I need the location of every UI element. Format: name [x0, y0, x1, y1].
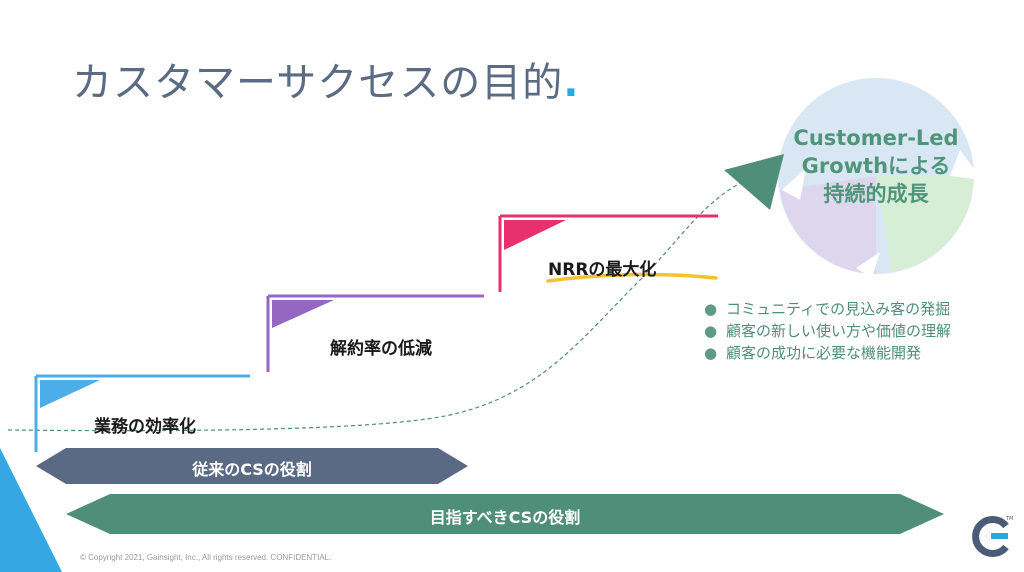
step-2-flag [272, 300, 334, 328]
benefit-item: ● 顧客の成功に必要な機能開発 [704, 342, 951, 364]
cycle-caption: Customer-Led Growthによる 持続的成長 [778, 124, 974, 208]
nrr-underline [546, 272, 718, 283]
benefit-text: コミュニティでの見込み客の発掘 [726, 300, 951, 318]
cycle-gap-1 [856, 252, 880, 278]
bullet-dot-icon: ● [704, 344, 718, 362]
traditional-role-bar [36, 448, 468, 484]
benefit-text: 顧客の新しい使い方や価値の理解 [726, 322, 952, 340]
step-1-flag [40, 380, 100, 408]
benefit-list: ● コミュニティでの見込み客の発掘 ● 顧客の新しい使い方や価値の理解 ● 顧客の成功… [704, 298, 951, 364]
cycle-caption-line-2: Growthによる [801, 154, 951, 178]
step-1-efficiency [34, 374, 250, 452]
cycle-diagram [778, 78, 982, 278]
cycle-caption-line-3: 持続的成長 [823, 182, 929, 206]
step-2-label: 解約率の低減 [330, 339, 432, 359]
bullet-dot-icon: ● [704, 322, 718, 340]
step-3-nrr [498, 214, 718, 292]
step-3-flag [504, 220, 566, 250]
step-2-churn [266, 294, 484, 372]
growth-curve [7, 181, 743, 432]
corner-triangle [0, 448, 62, 572]
gainsight-logo [972, 516, 1009, 557]
step-3-label: NRRの最大化 [548, 260, 657, 280]
cycle-segment-purple [780, 176, 876, 274]
cycle-gap-2 [950, 150, 982, 180]
logo-tm: TM [1005, 516, 1013, 522]
cycle-gap-3 [782, 168, 806, 200]
title-accent-dot: . [563, 60, 580, 106]
cycle-segment-green [876, 176, 974, 272]
target-role-bar [66, 494, 944, 534]
growth-arrow-head [724, 154, 784, 210]
slide-title: カスタマーサクセスの目的. [72, 50, 579, 108]
target-role-label: 目指すべきCSの役割 [429, 508, 581, 527]
step-1-label: 業務の効率化 [94, 417, 196, 437]
cycle-caption-line-1: Customer-Led [793, 126, 959, 150]
benefit-item: ● コミュニティでの見込み客の発掘 [704, 298, 951, 320]
traditional-role-label: 従来のCSの役割 [192, 460, 312, 479]
copyright-notice: © Copyright 2021, Gainsight, Inc., All r… [80, 553, 332, 562]
benefit-item: ● 顧客の新しい使い方や価値の理解 [704, 320, 951, 342]
slide-title-text: カスタマーサクセスの目的 [72, 60, 564, 106]
benefit-text: 顧客の成功に必要な機能開発 [726, 344, 922, 362]
bullet-dot-icon: ● [704, 300, 718, 318]
